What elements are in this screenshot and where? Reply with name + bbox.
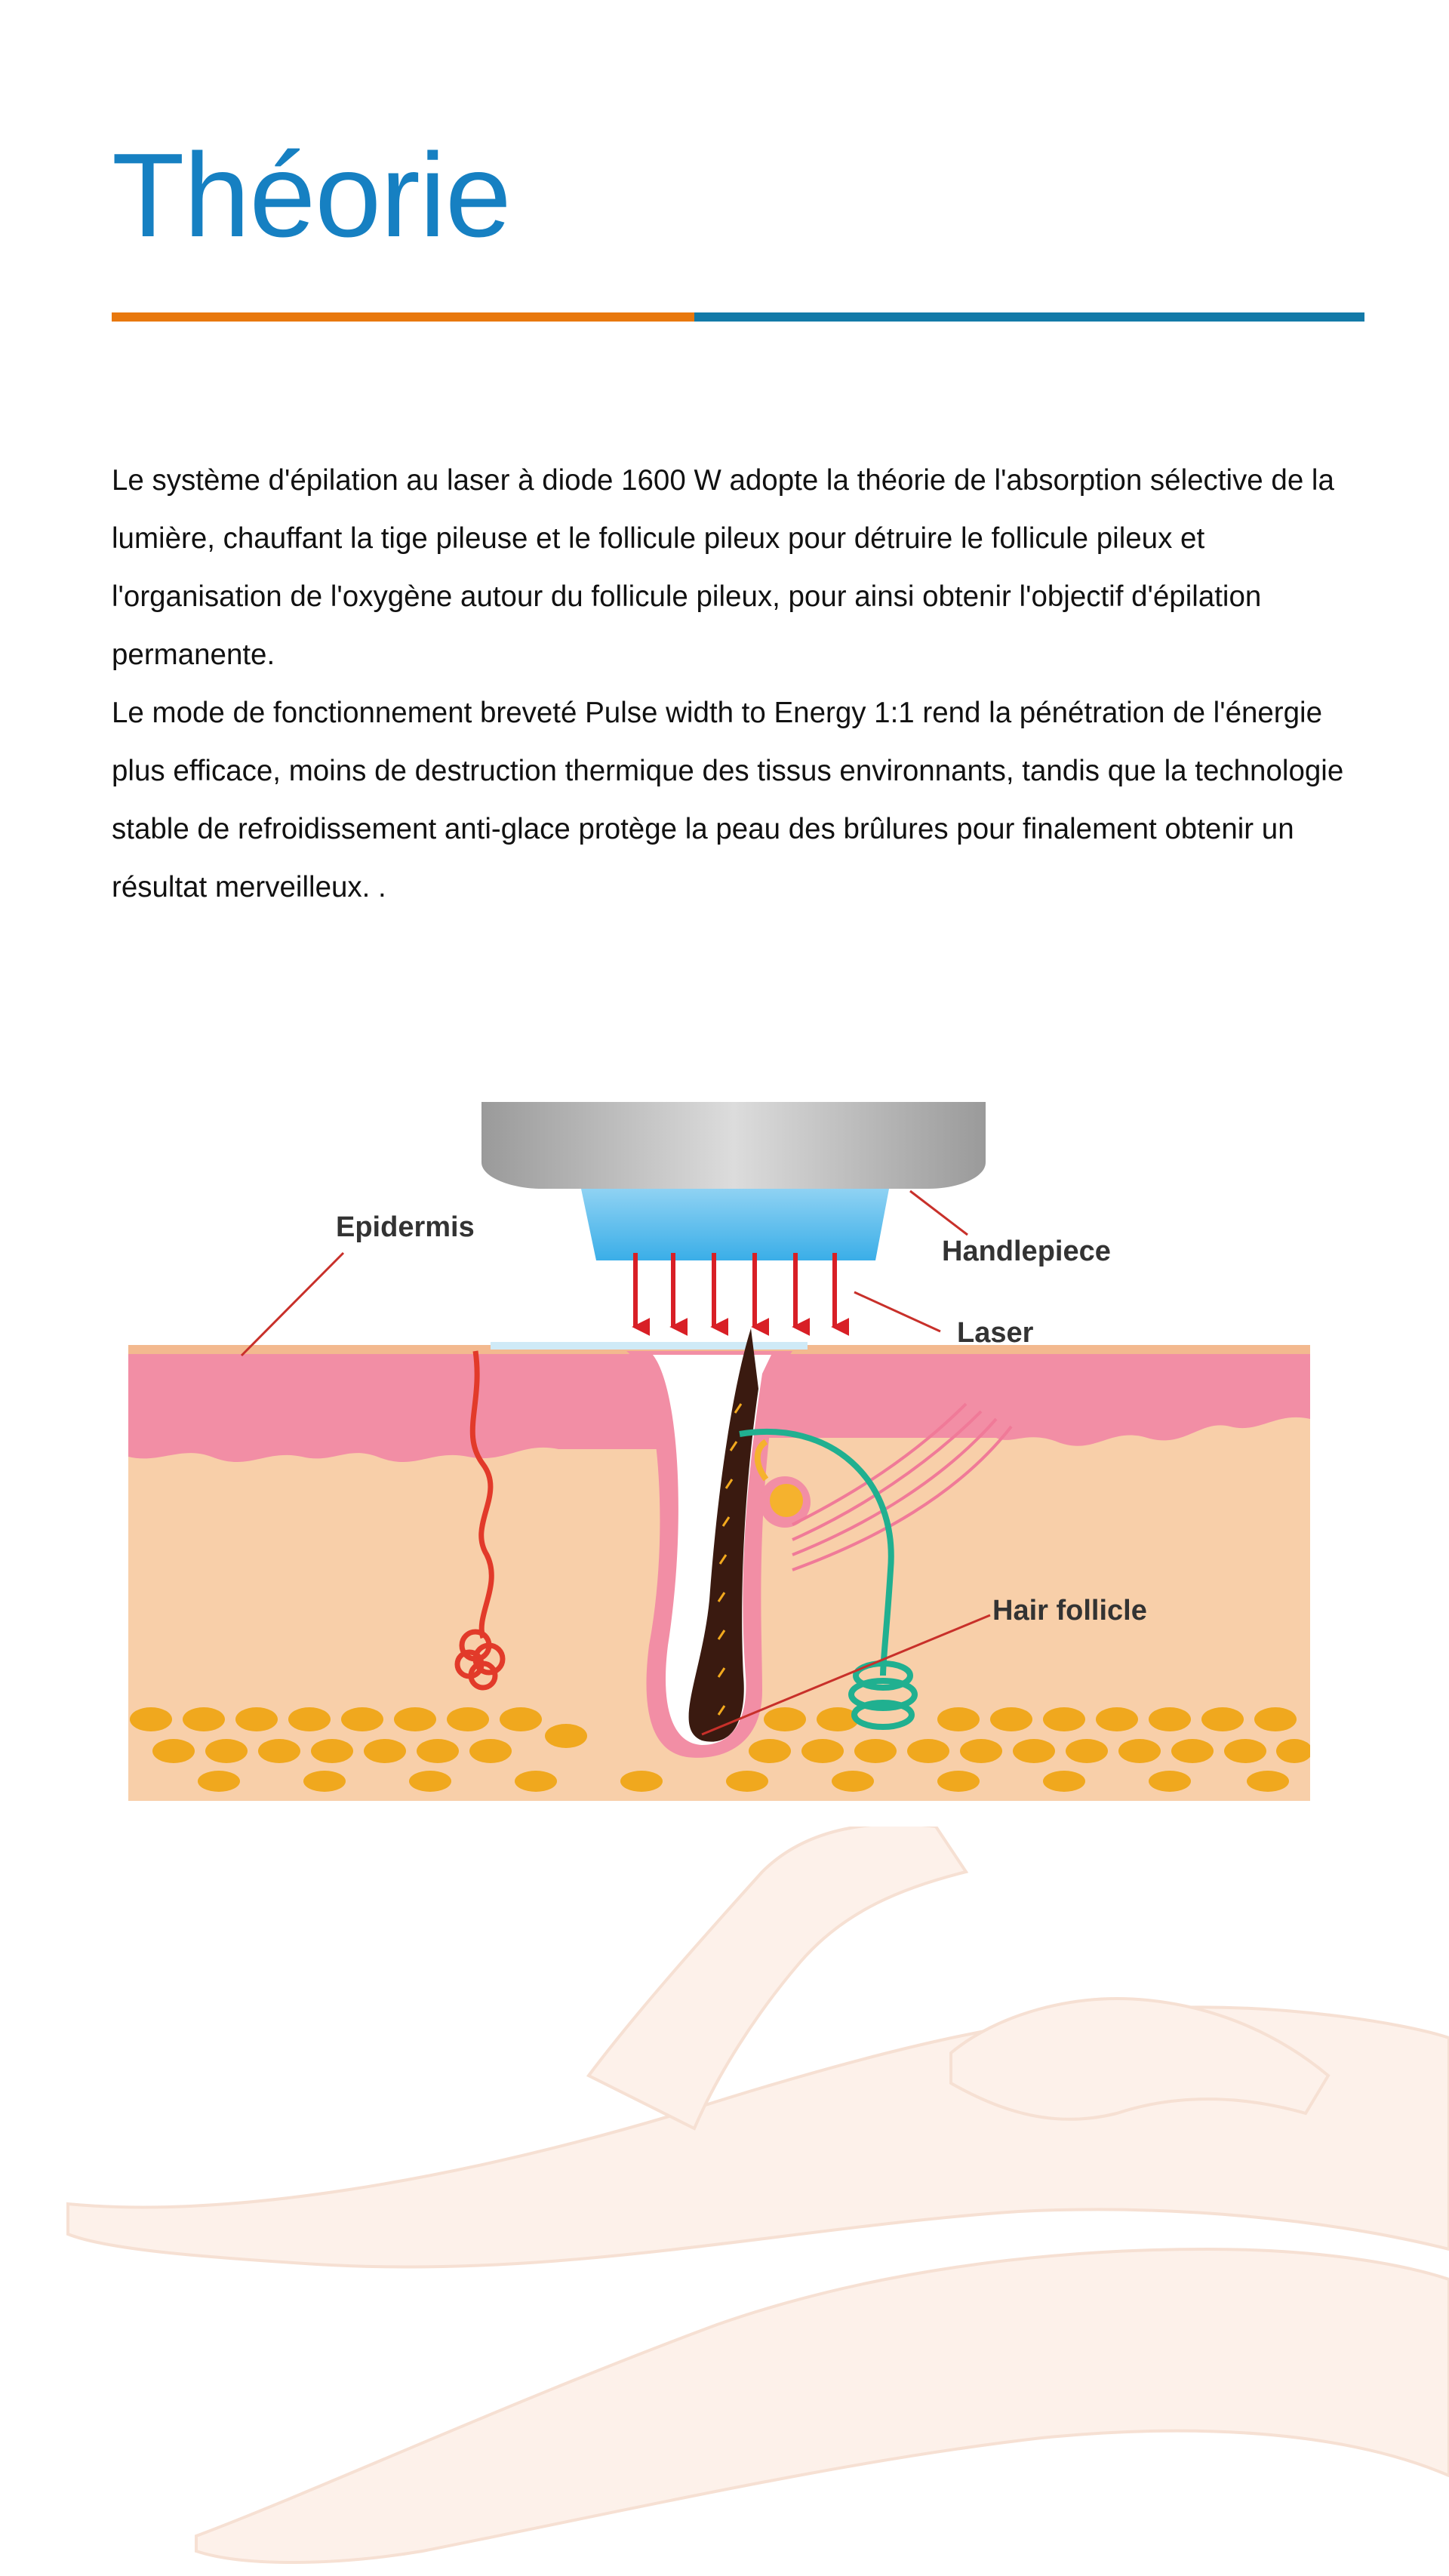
title-rule-blue [694, 312, 1364, 322]
label-laser: Laser [957, 1317, 1034, 1349]
paragraph-operation-mode: Le mode de fonctionnement breveté Pulse … [112, 697, 1344, 903]
handpiece-body [481, 1102, 986, 1189]
hand-right [949, 1997, 1331, 2121]
label-epidermis: Epidermis [336, 1211, 475, 1243]
laser-pointer [854, 1291, 941, 1333]
sweat-gland-coil [848, 1660, 918, 1730]
arrector-muscle [792, 1402, 1013, 1571]
page-title: Théorie [112, 129, 512, 262]
body-text: Le système d'épilation au laser à diode … [112, 451, 1372, 916]
energy-arrows [717, 1403, 743, 1716]
leg-lower [195, 2247, 1449, 2564]
sebaceous-gland-core [770, 1484, 803, 1517]
label-hair-follicle: Hair follicle [992, 1595, 1147, 1627]
hair-follicle-pointer [701, 1614, 991, 1736]
blood-vessel-coil [454, 1629, 506, 1691]
handpiece-tip [581, 1189, 889, 1260]
gland-duct [754, 1439, 769, 1482]
epidermis-pointer [240, 1251, 345, 1357]
skin-diagram: Epidermis Handlepiece Laser Hair follicl… [128, 1102, 1310, 1801]
fat-cells [130, 1707, 1310, 1792]
paragraph-theory: Le système d'épilation au laser à diode … [112, 464, 1334, 671]
label-handlepiece: Handlepiece [942, 1236, 1111, 1267]
laser-arrows [632, 1253, 850, 1336]
title-rule-orange [112, 312, 694, 322]
sweat-gland-duct [739, 1428, 894, 1676]
cooling-strip [491, 1342, 808, 1350]
arm-left [586, 1827, 969, 2131]
handlepiece-pointer [909, 1190, 968, 1236]
blood-vessel [469, 1350, 494, 1639]
legs-background-image [66, 1827, 1449, 2564]
